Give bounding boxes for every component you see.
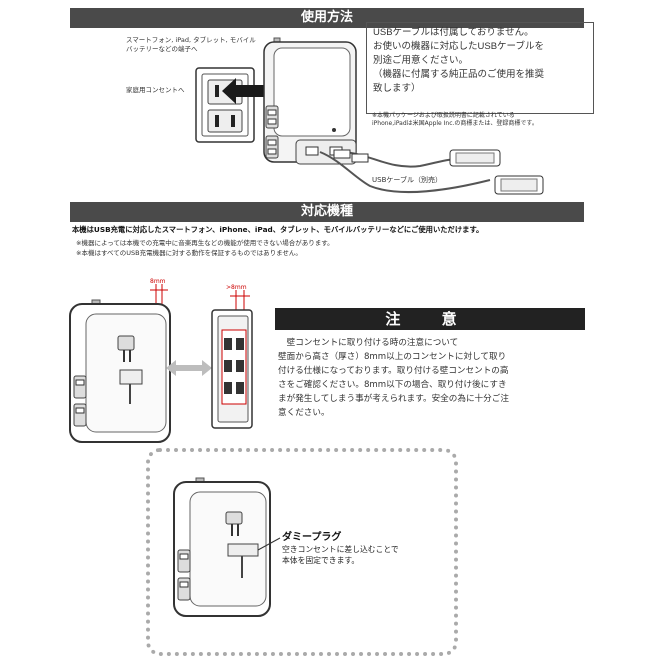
cable-label: USBケーブル（別売）	[372, 176, 442, 184]
charger-back-illustration	[69, 299, 171, 443]
usage-heading: 使用方法	[300, 10, 353, 25]
caution-heading-bar: 注 意	[275, 308, 585, 330]
caution-body: 壁コンセントに取り付ける時の注意について 壁面から高さ（厚さ）8mm以上のコンセ…	[278, 338, 509, 418]
outlet-thickness-label: >8mm	[226, 284, 247, 291]
wall-plate-illustration	[211, 309, 253, 429]
dummy-plug-illustration	[173, 477, 281, 617]
usb-cable-illustration	[319, 149, 544, 195]
dummy-plug-desc: 空きコンセントに差し込むことで 本体を固定できます。	[282, 545, 399, 565]
caution-heading: 注 意	[385, 310, 475, 328]
compat-heading-bar: 対応機種	[70, 202, 584, 222]
usb-note-box: USBケーブルは付属しておりません。 お使いの機器に対応したUSBケーブルを 別…	[366, 22, 594, 114]
insert-arrow-icon	[222, 78, 264, 104]
charger-illustration	[263, 37, 357, 165]
dummy-plug-frame	[146, 448, 458, 656]
compat-main: 本機はUSB充電に対応したスマートフォン、iPhone、iPad、タブレット、モ…	[72, 225, 484, 234]
usage-heading-bar: 使用方法	[70, 8, 584, 28]
compat-note-1: ※機器によっては本機での充電中に音楽再生などの機能が使用できない場合があります。	[76, 239, 334, 247]
compat-heading: 対応機種	[300, 204, 353, 219]
double-arrow-icon	[166, 360, 212, 376]
thickness-marker	[150, 284, 168, 306]
compat-note-2: ※本機はすべてのUSB充電機器に対する動作を保証するものではありません。	[76, 249, 302, 257]
trademark-note: ※本機パッケージおよび取扱説明書に記載されている iPhone,iPadは米国A…	[372, 112, 538, 127]
thickness-label: 8mm	[150, 278, 166, 285]
devices-label: スマートフォン, iPad, タブレット, モバイル バッテリーなどの端子へ	[126, 36, 256, 53]
outlet-thickness-marker	[230, 290, 250, 310]
outlet-label: 家庭用コンセントへ	[126, 86, 185, 94]
dummy-plug-title: ダミープラグ	[282, 532, 342, 543]
